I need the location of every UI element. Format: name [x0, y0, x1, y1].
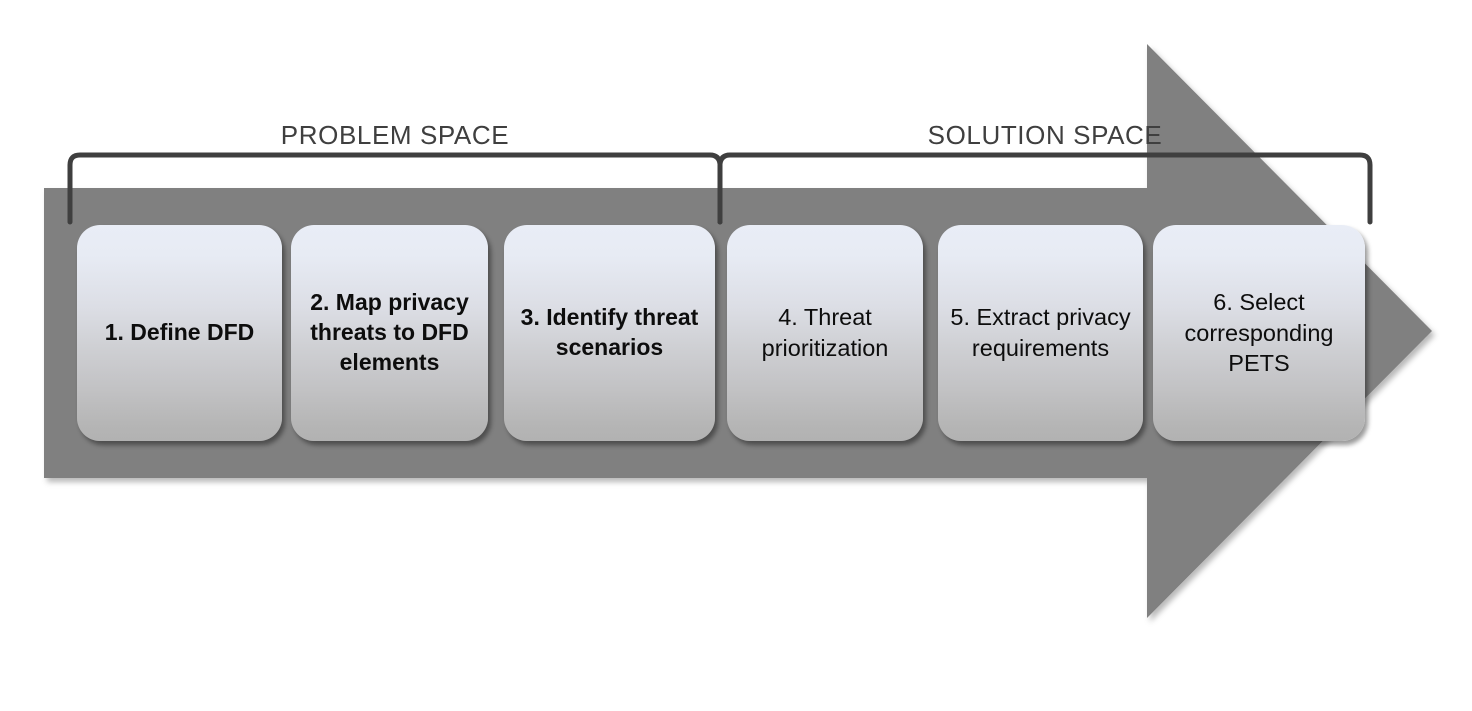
- step-label: 2. Map privacy threats to DFD elements: [310, 289, 469, 375]
- step-label: 4. Threat prioritization: [761, 304, 889, 361]
- step-label: 3. Identify threat scenarios: [520, 304, 699, 360]
- step-box-2-map-privacy-threats[interactable]: 2. Map privacy threats to DFD elements: [291, 225, 488, 441]
- step-box-5-extract-privacy-requirements[interactable]: 5. Extract privacy requirements: [938, 225, 1143, 441]
- step-label: 6. Select corresponding PETS: [1184, 289, 1334, 377]
- step-box-1-define-dfd[interactable]: 1. Define DFD: [77, 225, 282, 441]
- step-label: 1. Define DFD: [104, 319, 255, 346]
- phase-label-problem-space: PROBLEM SPACE: [280, 120, 510, 150]
- step-box-6-select-corresponding-pets[interactable]: 6. Select corresponding PETS: [1153, 225, 1365, 441]
- phase-label-solution-space: SOLUTION SPACE: [927, 120, 1163, 150]
- step-label: 5. Extract privacy requirements: [950, 304, 1131, 361]
- step-box-4-threat-prioritization[interactable]: 4. Threat prioritization: [727, 225, 923, 441]
- step-box-3-identify-threat-scenarios[interactable]: 3. Identify threat scenarios: [504, 225, 715, 441]
